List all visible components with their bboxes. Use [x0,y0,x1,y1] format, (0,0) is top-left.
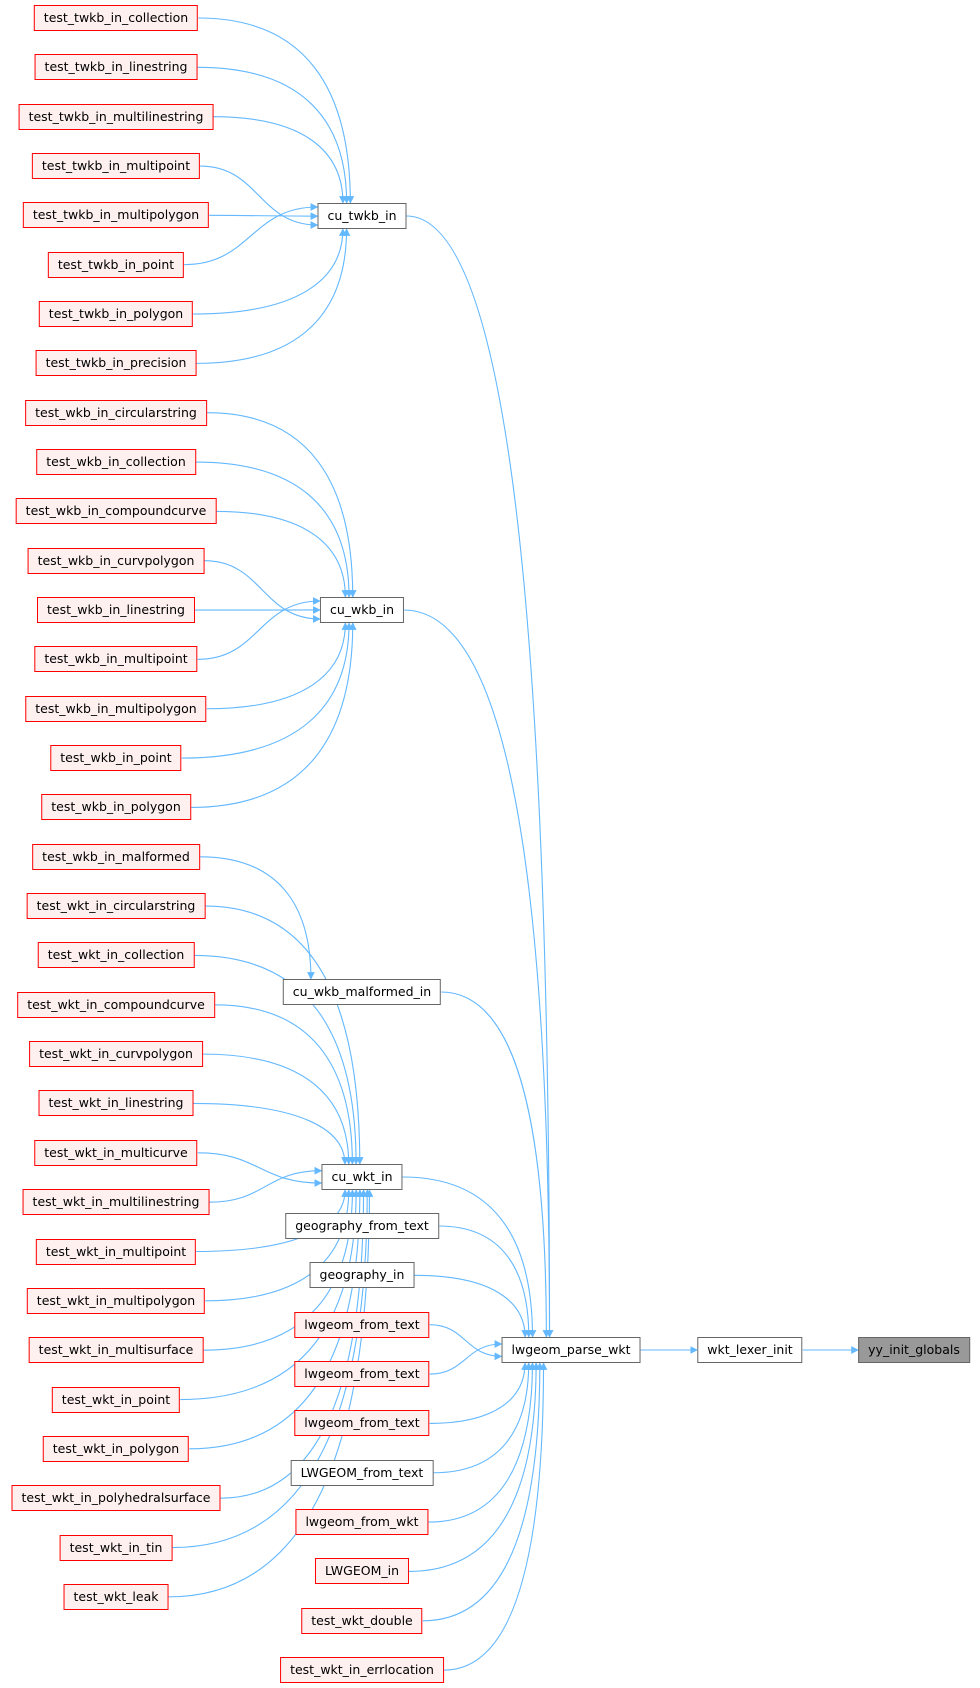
call-edge [406,215,554,1338]
call-edge [209,1166,323,1203]
node-test-twkb-in-precision[interactable]: test_twkb_in_precision [35,350,197,377]
call-edge [438,1225,533,1338]
call-edge [205,905,364,1165]
node-test-wkb-in-polygon[interactable]: test_wkb_in_polygon [41,794,191,821]
call-edge [216,510,350,598]
node-test-twkb-in-multilinestring[interactable]: test_twkb_in_multilinestring [18,103,214,130]
node-test-twkb-in-multipoint[interactable]: test_twkb_in_multipoint [31,153,201,180]
node-test-wkt-in-multicurve[interactable]: test_wkt_in_multicurve [34,1139,198,1166]
call-edge [213,116,347,204]
call-edge [428,1362,537,1523]
node-yy-init-globals[interactable]: yy_init_globals [858,1337,970,1363]
call-edge [443,1362,548,1671]
call-edge [168,1189,374,1598]
call-edge [441,991,551,1338]
call-edge [193,1102,349,1165]
node-test-wkb-in-curvpolygon[interactable]: test_wkb_in_curvpolygon [27,547,205,574]
node-geography-from-text[interactable]: geography_from_text [285,1213,439,1239]
call-edge [196,228,351,364]
node-test-wkt-in-linestring[interactable]: test_wkt_in_linestring [38,1090,194,1117]
node-test-wkt-in-multipolygon[interactable]: test_wkt_in_multipolygon [26,1287,206,1314]
node-test-wkt-in-errlocation[interactable]: test_wkt_in_errlocation [280,1657,444,1684]
node-test-wkt-in-circularstring[interactable]: test_wkt_in_circularstring [26,893,206,920]
node-test-wkt-in-multilinestring[interactable]: test_wkt_in_multilinestring [22,1189,210,1216]
node-test-twkb-in-linestring[interactable]: test_twkb_in_linestring [34,54,198,81]
call-edge [194,954,360,1165]
node-test-wkb-in-multipoint[interactable]: test_wkb_in_multipoint [34,646,198,673]
call-edge [429,1362,529,1424]
call-edge [200,165,319,229]
call-edge [197,1152,323,1187]
node-test-wkt-in-multipoint[interactable]: test_wkt_in_multipoint [35,1238,197,1265]
node-lwgeom-from-text[interactable]: LWGEOM_from_text [290,1459,434,1486]
call-edge [414,1274,529,1338]
node-cu-wkb-malformed-in[interactable]: cu_wkb_malformed_in [282,979,442,1005]
node-test-wkt-leak[interactable]: test_wkt_leak [63,1583,169,1610]
call-edge [214,1004,357,1165]
node-lwgeom-from-text[interactable]: lwgeom_from_text [294,1311,430,1338]
node-test-wkt-in-collection[interactable]: test_wkt_in_collection [37,942,195,969]
call-edge [204,560,321,623]
call-edge [199,856,315,980]
node-test-wkt-in-polygon[interactable]: test_wkt_in_polygon [42,1435,190,1462]
call-edge [190,622,357,808]
call-edge [206,622,350,710]
call-edge [429,1340,503,1375]
node-lwgeom-from-text[interactable]: lwgeom_from_text [294,1361,430,1388]
node-test-wkb-in-malformed[interactable]: test_wkb_in_malformed [32,843,200,870]
node-test-wkt-in-polyhedralsurface[interactable]: test_wkt_in_polyhedralsurface [11,1485,221,1512]
call-edge [206,412,357,598]
node-cu-wkt-in[interactable]: cu_wkt_in [321,1164,403,1190]
node-test-twkb-in-multipolygon[interactable]: test_twkb_in_multipolygon [22,202,210,229]
call-edge [404,609,554,1338]
node-test-wkb-in-circularstring[interactable]: test_wkb_in_circularstring [25,399,207,426]
node-test-twkb-in-polygon[interactable]: test_twkb_in_polygon [38,301,194,328]
node-test-wkb-in-collection[interactable]: test_wkb_in_collection [36,449,196,476]
call-edge [198,17,355,204]
call-edge [184,203,319,266]
node-test-wkt-in-curvpolygon[interactable]: test_wkt_in_curvpolygon [29,1041,203,1068]
node-test-wkb-in-point[interactable]: test_wkb_in_point [50,745,182,772]
node-test-wkt-in-point[interactable]: test_wkt_in_point [51,1386,181,1413]
node-test-wkb-in-compoundcurve[interactable]: test_wkb_in_compoundcurve [15,498,217,525]
call-edge [402,1176,537,1338]
call-edge [193,228,347,315]
node-test-wkt-double[interactable]: test_wkt_double [301,1607,423,1634]
node-lwgeom-from-wkt[interactable]: lwgeom_from_wkt [295,1509,429,1536]
node-test-wkt-in-multisurface[interactable]: test_wkt_in_multisurface [28,1337,204,1364]
call-edge [209,212,319,221]
node-test-wkt-in-compoundcurve[interactable]: test_wkt_in_compoundcurve [17,991,215,1018]
node-test-wkt-in-tin[interactable]: test_wkt_in_tin [59,1534,173,1561]
call-edge [422,1362,544,1622]
node-lwgeom-from-text[interactable]: lwgeom_from_text [294,1410,430,1437]
call-edge [202,1053,353,1165]
node-cu-wkb-in[interactable]: cu_wkb_in [319,597,405,623]
call-edge [181,622,353,759]
call-edge [197,597,321,660]
call-edge [195,461,353,598]
node-test-twkb-in-point[interactable]: test_twkb_in_point [47,251,185,278]
node-wkt-lexer-init[interactable]: wkt_lexer_init [697,1337,803,1363]
call-edge [409,1362,540,1572]
node-test-wkb-in-linestring[interactable]: test_wkb_in_linestring [37,597,195,624]
call-edge [197,66,351,204]
node-test-wkb-in-multipolygon[interactable]: test_wkb_in_multipolygon [25,695,207,722]
call-edge [433,1362,533,1474]
node-test-twkb-in-collection[interactable]: test_twkb_in_collection [33,5,199,31]
node-cu-twkb-in[interactable]: cu_twkb_in [317,203,407,229]
node-geography-in[interactable]: geography_in [309,1262,415,1289]
node-lwgeom-parse-wkt[interactable]: lwgeom_parse_wkt [501,1337,641,1363]
node-lwgeom-in[interactable]: LWGEOM_in [314,1558,410,1585]
call-edge [429,1324,503,1361]
